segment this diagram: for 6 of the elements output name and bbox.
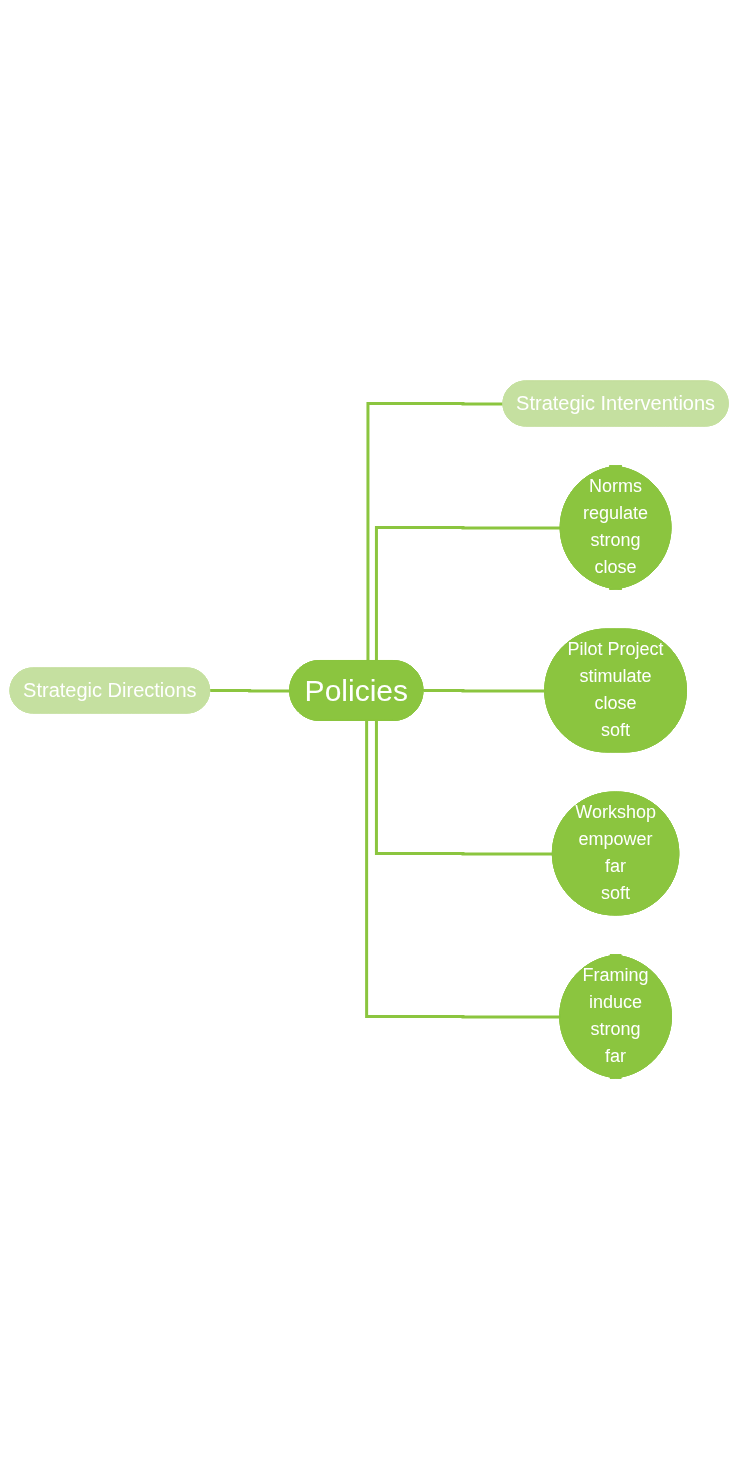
- connector: [208, 689, 290, 693]
- connector: [374, 526, 561, 661]
- connector: [365, 721, 561, 1019]
- connector: [366, 402, 504, 661]
- connector: [421, 689, 546, 693]
- connector: [374, 721, 553, 856]
